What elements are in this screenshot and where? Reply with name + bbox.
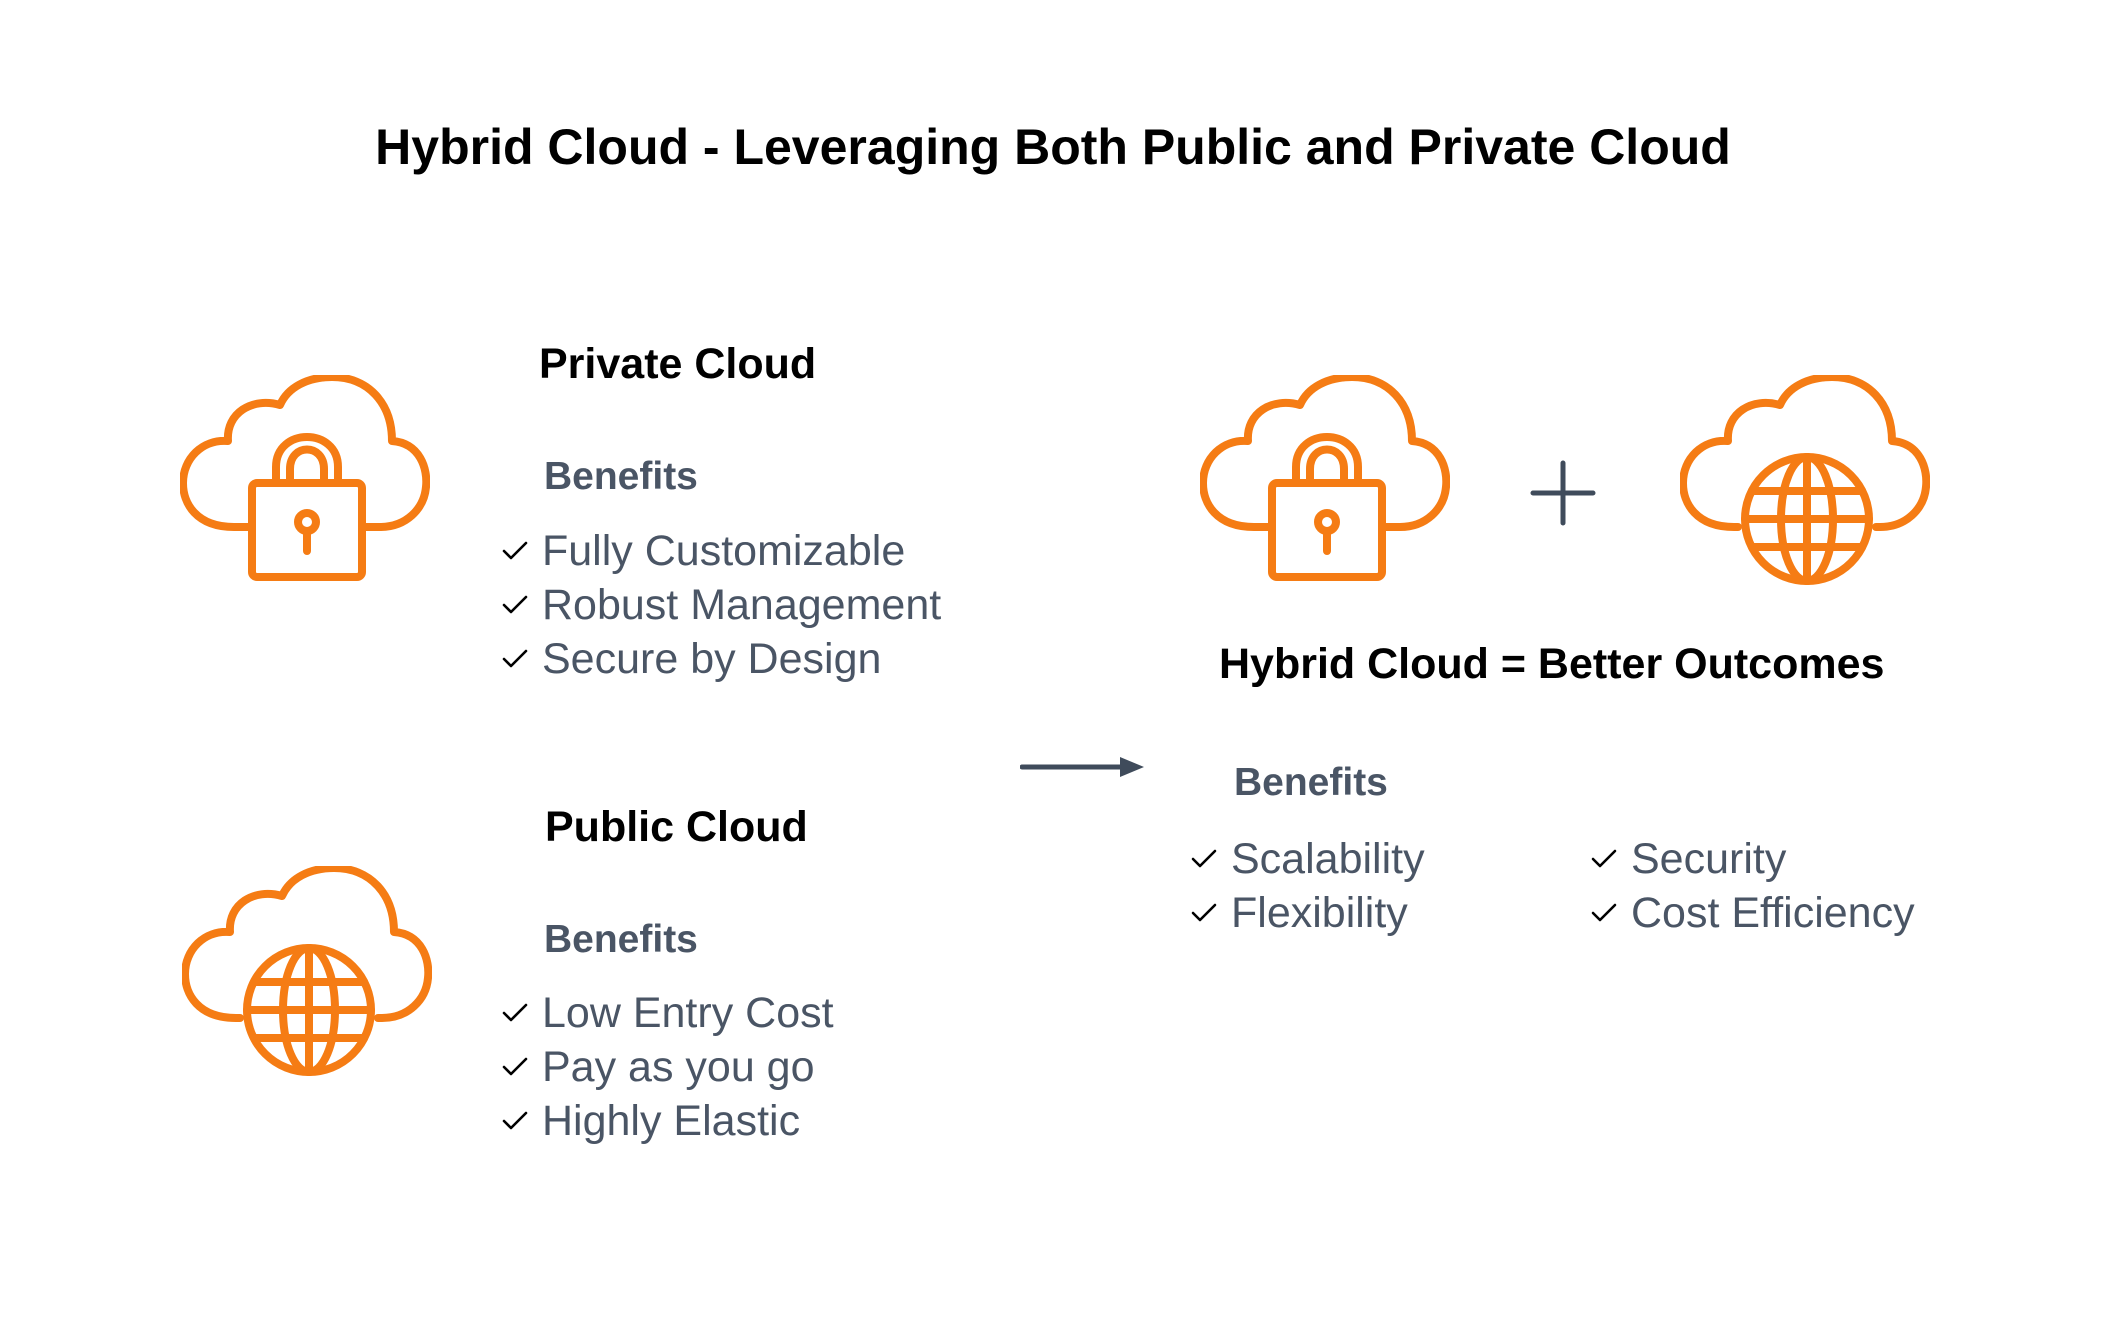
list-item: Highly Elastic [502, 1094, 834, 1148]
list-item: Pay as you go [502, 1040, 834, 1094]
hybrid-cloud-heading: Hybrid Cloud = Better Outcomes [1219, 640, 1885, 688]
benefit-text: Low Entry Cost [542, 989, 834, 1037]
check-icon [1591, 848, 1617, 870]
private-cloud-benefits-label: Benefits [544, 455, 698, 498]
check-icon [1191, 902, 1217, 924]
public-cloud-heading: Public Cloud [545, 803, 808, 851]
hybrid-cloud-benefits-list-left: Scalability Flexibility [1191, 832, 1425, 940]
benefit-text: Fully Customizable [542, 527, 906, 575]
public-cloud-globe-icon [182, 866, 432, 1076]
plus-icon [1530, 460, 1596, 526]
benefit-text: Scalability [1231, 835, 1425, 883]
benefit-text: Pay as you go [542, 1043, 815, 1091]
benefit-text: Flexibility [1231, 889, 1408, 937]
public-cloud-benefits-list: Low Entry Cost Pay as you go Highly Elas… [502, 986, 834, 1148]
private-cloud-heading: Private Cloud [539, 340, 817, 388]
benefit-text: Robust Management [542, 581, 942, 629]
benefit-text: Secure by Design [542, 635, 882, 683]
benefit-text: Security [1631, 835, 1787, 883]
list-item: Cost Efficiency [1591, 886, 1915, 940]
list-item: Flexibility [1191, 886, 1425, 940]
hybrid-cloud-lock-icon [1200, 375, 1450, 585]
check-icon [1591, 902, 1617, 924]
list-item: Fully Customizable [502, 524, 941, 578]
hybrid-cloud-benefits-label: Benefits [1234, 761, 1388, 804]
private-cloud-benefits-list: Fully Customizable Robust Management Sec… [502, 524, 941, 686]
private-cloud-lock-icon [180, 375, 430, 585]
check-icon [502, 594, 528, 616]
check-icon [502, 1056, 528, 1078]
public-cloud-benefits-label: Benefits [544, 918, 698, 961]
page-title: Hybrid Cloud - Leveraging Both Public an… [375, 119, 1731, 175]
benefit-text: Cost Efficiency [1631, 889, 1915, 937]
list-item: Robust Management [502, 578, 941, 632]
list-item: Security [1591, 832, 1915, 886]
check-icon [502, 1110, 528, 1132]
hybrid-cloud-benefits-list-right: Security Cost Efficiency [1591, 832, 1915, 940]
check-icon [502, 648, 528, 670]
list-item: Secure by Design [502, 632, 941, 686]
benefit-text: Highly Elastic [542, 1097, 801, 1145]
list-item: Scalability [1191, 832, 1425, 886]
list-item: Low Entry Cost [502, 986, 834, 1040]
hybrid-cloud-globe-icon [1680, 375, 1930, 585]
arrow-right-icon [1020, 757, 1144, 777]
check-icon [1191, 848, 1217, 870]
check-icon [502, 1002, 528, 1024]
check-icon [502, 540, 528, 562]
